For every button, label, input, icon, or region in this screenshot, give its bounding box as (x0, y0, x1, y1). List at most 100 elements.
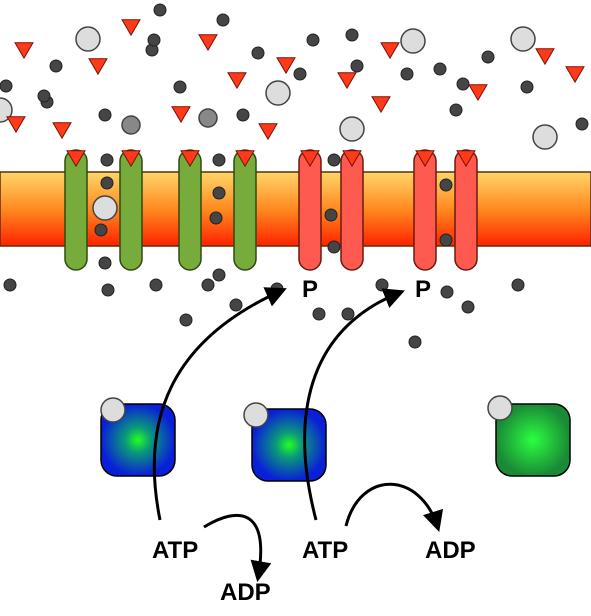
small-particle (449, 103, 463, 117)
small-particle (94, 223, 108, 237)
small-particle (439, 178, 453, 192)
small-particle (400, 67, 414, 81)
small-particle (100, 153, 114, 167)
large-particle (0, 97, 13, 123)
small-particle (306, 33, 320, 47)
bound-ligand-triangle (121, 150, 141, 168)
small-particle (327, 153, 341, 167)
small-particle (216, 13, 230, 27)
channel-bound-ligands (66, 150, 476, 168)
bound-ligand-triangle (456, 150, 476, 168)
ligand-triangle (380, 42, 400, 60)
small-particle (37, 89, 51, 103)
small-particle (201, 278, 215, 292)
bound-ligand-triangle (342, 150, 362, 168)
ligand-triangle (535, 48, 555, 66)
small-particle (98, 108, 112, 122)
small-particle (433, 62, 447, 76)
small-particle (173, 80, 187, 94)
closed-channel-subunit (178, 149, 202, 271)
ligand-triangles (6, 19, 585, 141)
small-particle (293, 67, 307, 81)
small-particles (0, 3, 589, 349)
ligand-triangle (6, 116, 26, 134)
large-particle (339, 116, 365, 142)
small-particle (101, 283, 115, 297)
ligand-triangle (258, 123, 278, 141)
ligand-triangle (371, 96, 391, 114)
small-particle (149, 278, 163, 292)
small-particle (229, 298, 243, 312)
ligand-triangle (198, 34, 218, 52)
ligand-triangle (227, 72, 247, 90)
small-particle (375, 278, 389, 292)
small-particle (408, 335, 422, 349)
small-particle (100, 176, 114, 190)
large-particle (510, 26, 536, 52)
large-particle (400, 28, 426, 54)
kinase-bound-particle-3 (487, 395, 513, 421)
membrane-channels (64, 149, 478, 271)
large-particles (0, 26, 558, 221)
small-particle (481, 50, 495, 64)
adp-label-1: ADP (220, 579, 271, 606)
large-particle (532, 124, 558, 150)
open-channel-subunit (454, 149, 478, 271)
small-particle (341, 307, 355, 321)
atp-label-1: ATP (152, 537, 198, 564)
small-particle (212, 153, 226, 167)
small-particle (461, 300, 475, 314)
small-particle (456, 77, 470, 91)
small-particle (251, 46, 265, 60)
bound-ligand-triangle (66, 150, 86, 168)
ligand-triangle (88, 58, 108, 76)
small-particle (236, 108, 250, 122)
ligand-triangle (276, 57, 296, 75)
small-particle (3, 278, 17, 292)
bound-ligand-triangle (415, 150, 435, 168)
ligand-triangle (468, 84, 488, 102)
active-kinase-2 (243, 402, 327, 482)
adp-label-2: ADP (425, 537, 476, 564)
small-particle (350, 59, 364, 73)
small-particle (49, 59, 63, 73)
ligand-triangle (565, 66, 585, 84)
bound-ligand-triangle (300, 150, 320, 168)
active-kinase-1 (100, 397, 176, 477)
open-channel-subunit (413, 149, 437, 271)
small-particle (147, 33, 161, 47)
large-particle (75, 26, 101, 52)
closed-channel-subunit (119, 149, 143, 271)
small-particle (0, 79, 13, 93)
large-particle (198, 108, 218, 128)
atp-to-p-arrow-1 (152, 287, 287, 521)
small-particle (179, 313, 193, 327)
small-particle (212, 186, 226, 200)
small-particle (98, 256, 112, 270)
bound-ligand-triangle (235, 150, 255, 168)
small-particle (575, 117, 589, 131)
small-particle (520, 80, 534, 94)
small-particle (327, 240, 341, 254)
bound-ligand-triangle (180, 150, 200, 168)
inactive-kinase (487, 395, 571, 477)
open-channel-subunit (340, 149, 364, 271)
small-particle (212, 268, 226, 282)
cell-membrane (0, 171, 591, 247)
kinase-bound-particle-2 (243, 402, 269, 428)
ligand-triangle (171, 106, 191, 124)
small-particle (511, 278, 525, 292)
small-particle (209, 211, 223, 225)
atp-to-adp-arrow-1 (203, 513, 272, 583)
ligand-triangle (121, 19, 141, 37)
phosphate-label-2: P (415, 276, 431, 303)
atp-to-adp-arrow-2 (344, 482, 444, 533)
atp-to-p-arrow-2 (303, 288, 405, 521)
closed-channel-subunit (64, 149, 88, 271)
small-particle (324, 208, 338, 222)
small-particle (153, 3, 167, 17)
small-particle (439, 233, 453, 247)
small-particle (345, 28, 359, 42)
ligand-triangle (14, 42, 34, 60)
